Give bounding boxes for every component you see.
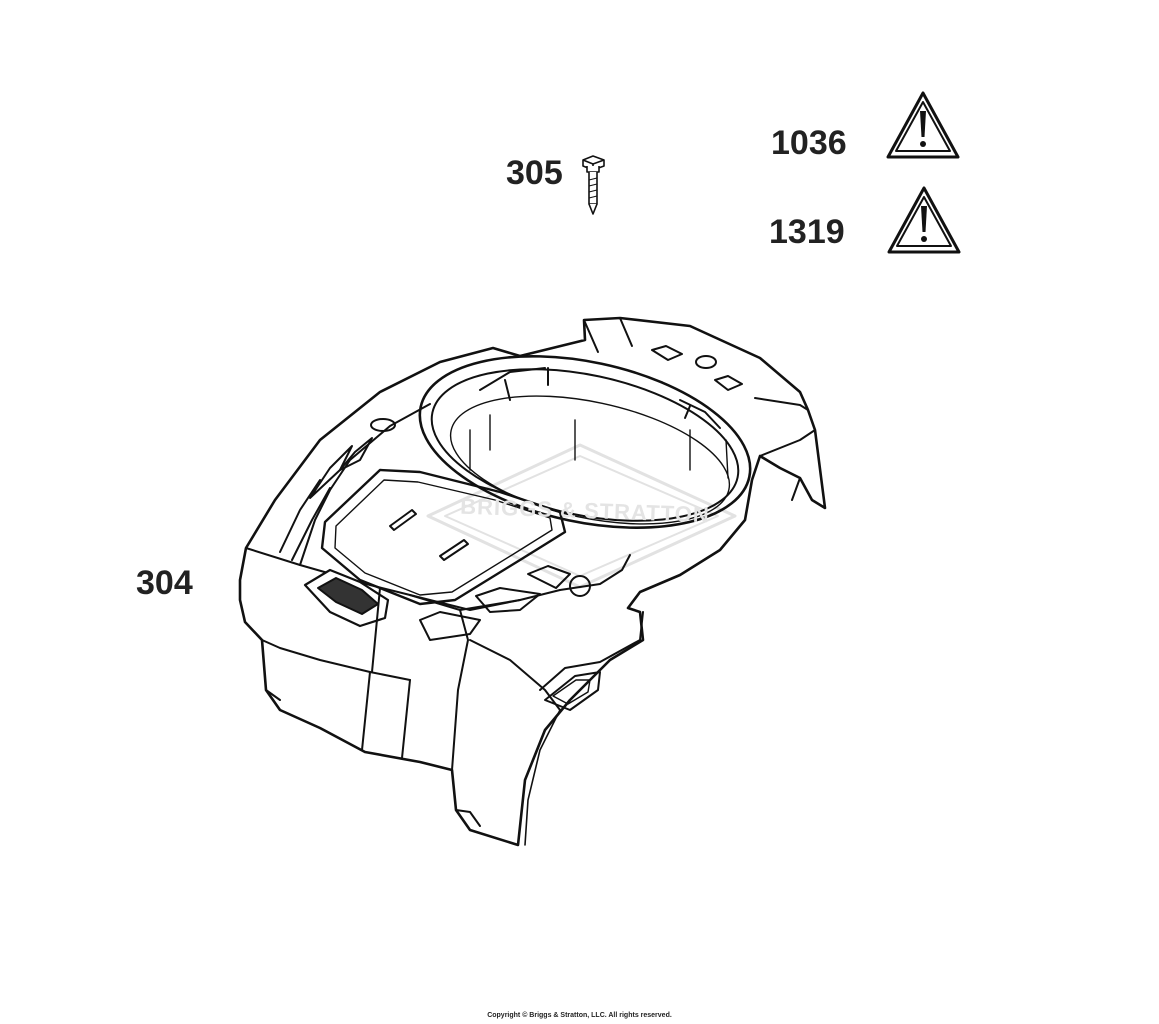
blower-housing-304-drawing[interactable]: [238, 316, 827, 847]
callout-1319: 1319: [769, 213, 845, 251]
brand-badge-icon: [303, 568, 390, 628]
callout-304: 304: [136, 564, 193, 602]
callout-1036: 1036: [771, 124, 847, 162]
warning-label-1319-icon[interactable]: [887, 186, 961, 254]
screw-305-icon[interactable]: [582, 155, 605, 215]
brand-watermark-logo: [426, 443, 737, 589]
copyright-notice: Copyright © Briggs & Stratton, LLC. All …: [487, 1012, 672, 1019]
warning-label-1036-icon[interactable]: [886, 91, 960, 159]
callout-305: 305: [506, 154, 563, 192]
